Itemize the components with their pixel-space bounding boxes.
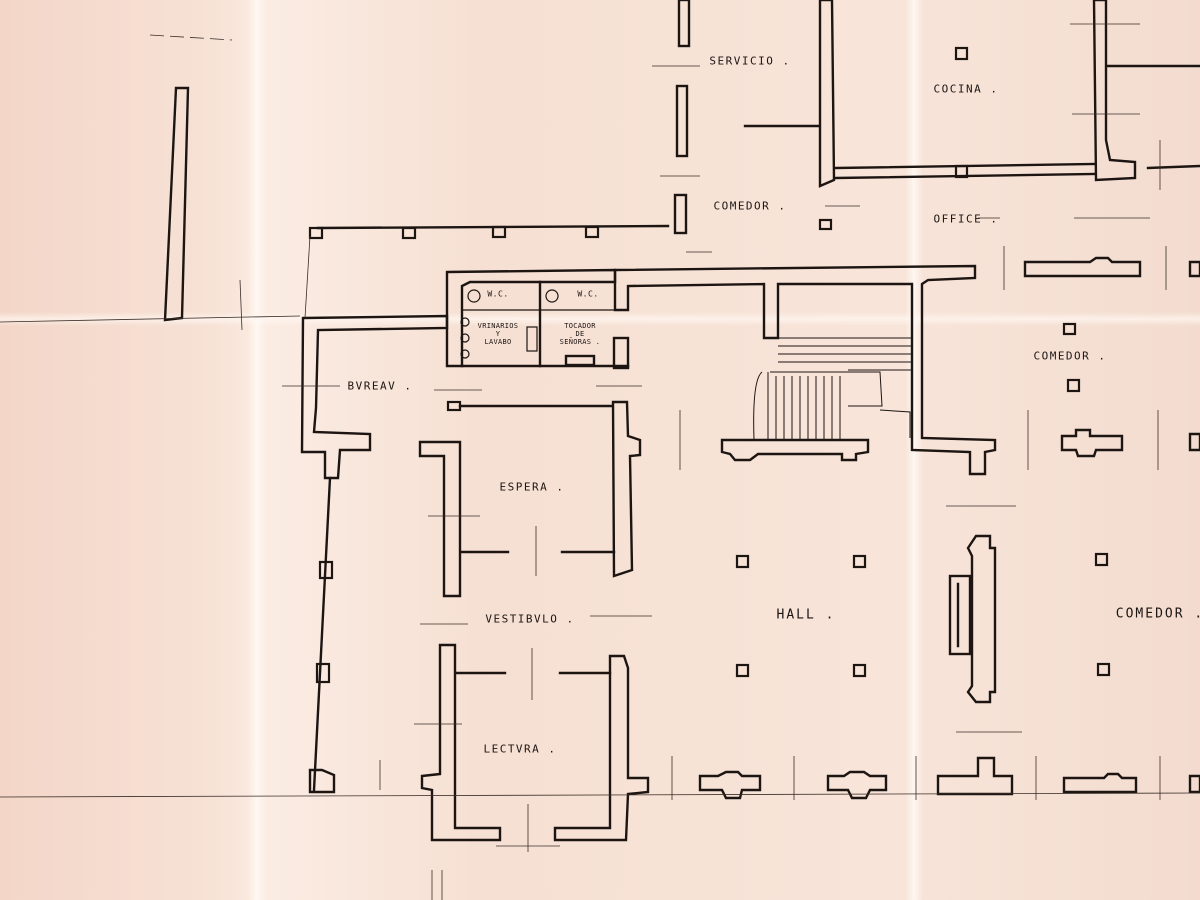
wall-fireplace [966,534,997,704]
column-grid [308,46,1111,684]
label-tocador-line1: TOCADOR [564,322,596,330]
column-3 [491,225,507,239]
pier-south-5 [1188,774,1200,794]
pier-south-4 [1062,772,1138,794]
label-comedor-right: COMEDOR . [1033,349,1107,363]
stair-treads [753,337,912,441]
wall-espera-left [418,440,462,598]
label-cocina: COCINA . [933,82,999,96]
wall-kitchen-far [1146,164,1200,170]
wall-kitchen-right [1092,0,1137,182]
wall-corridor-north [613,264,997,476]
wall-espera-right [611,400,642,578]
label-urinarios-line1: VRINARIOS [477,322,519,330]
column-1 [308,226,324,240]
column-18 [446,400,462,412]
pier-south-2 [826,770,888,800]
column-12 [1094,552,1109,567]
label-servicio: SERVICIO . [709,54,791,68]
column-8 [1062,322,1077,336]
wc-fixtures [460,289,615,359]
wall-wc-post [612,336,630,370]
column-11 [852,554,867,569]
label-urinarios-line3: LAVABO [484,338,512,346]
label-wc-left: W.C. [487,289,509,299]
label-bureau: BVREAV . [347,379,413,393]
wall-lectura-left [420,643,502,842]
wall-bureau [300,314,449,480]
label-espera: ESPERA . [499,480,565,494]
column-10 [735,554,750,569]
label-comedor-top: COMEDOR . [713,199,787,213]
pier-south-1 [698,770,762,800]
wall-exterior-left [312,476,332,792]
paper-fold-horizontal [0,312,1200,326]
column-17 [315,662,331,684]
label-tocador-line2: DE [575,330,585,338]
label-tocador-line3: SEÑORAS . [559,338,601,346]
column-2 [401,226,417,240]
label-hall: HALL . [776,607,836,623]
pillar-edge-top [1188,260,1200,278]
label-wc-right: W.C. [577,289,599,299]
wall-servicio-top [677,0,691,48]
wall-far-left [163,86,190,322]
label-tocador: TOCADOR DE SEÑORAS . [560,322,601,346]
lavabo-fixture [564,354,596,367]
wall-servicio-mid [675,84,689,158]
column-5 [954,46,969,61]
fireplace-hearth [948,574,972,656]
column-exterior-corner [308,768,336,794]
pillar-edge-mid [1188,432,1200,452]
label-vestibulo: VESTIBVLO . [485,612,575,626]
column-13 [735,663,750,678]
label-office: OFFICE . [933,212,999,226]
wall-stair-base [720,438,870,462]
pillar-right-top [1023,256,1142,278]
column-14 [852,663,867,678]
wall-servicio-low [673,193,688,235]
label-urinarios-line2: Y [495,330,501,338]
column-7 [818,218,833,231]
label-urinarios: VRINARIOS Y LAVABO [478,322,519,346]
construction-lines [0,23,1200,900]
column-16 [318,560,334,580]
wall-lectura-right [553,654,650,842]
wall-kitchen-left [818,0,836,188]
paper-fold-vertical-left [248,0,266,900]
pier-south-3 [936,756,1014,796]
column-15 [1096,662,1111,677]
column-9 [1066,378,1081,393]
column-6 [954,164,969,179]
label-lectura: LECTVRA . [483,742,557,756]
pillar-right-upper [1060,428,1124,458]
column-4 [584,225,600,239]
wall-wc-block [445,268,617,368]
label-comedor-bottom: COMEDOR . [1115,606,1200,622]
